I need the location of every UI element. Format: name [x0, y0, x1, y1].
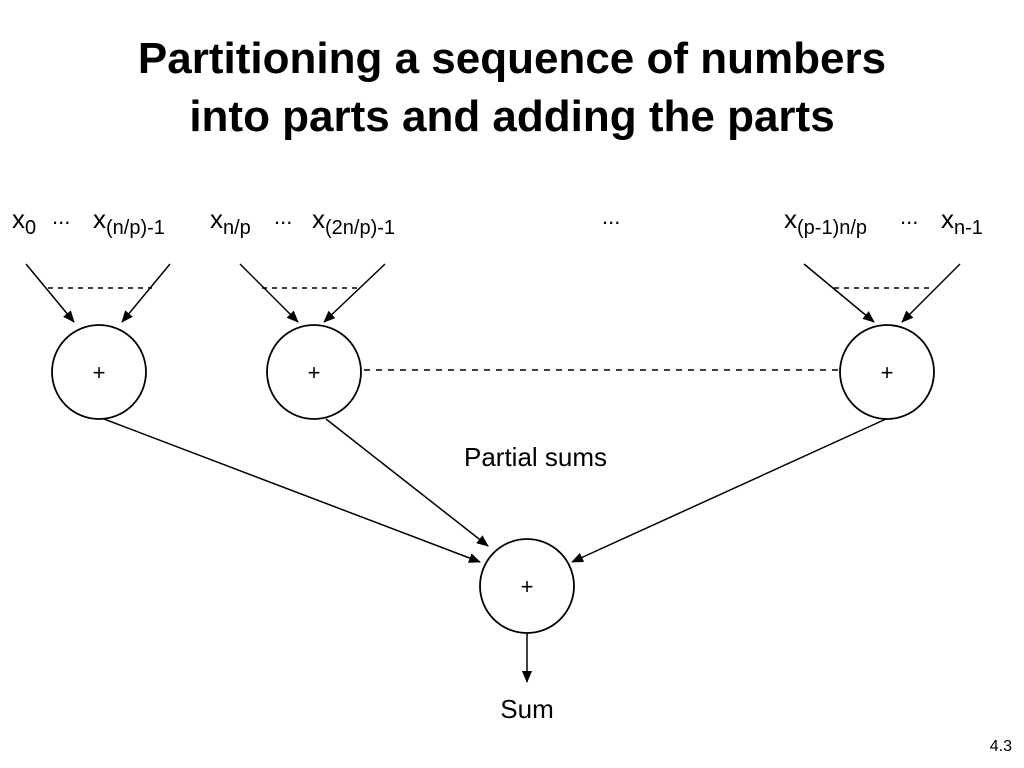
sum-output-label: Sum — [500, 694, 553, 724]
partial-sum-1-arrow — [103, 418, 481, 563]
partial-sums-label: Partial sums — [464, 442, 607, 472]
group-1-adder-sign: + — [93, 360, 106, 385]
middle-groups-ellipsis: ... — [602, 204, 620, 229]
group-2-ellipsis: ... — [274, 204, 292, 229]
group-2-adder-node — [266, 324, 362, 420]
group-1-first-input-label: x0 — [12, 204, 36, 239]
slide-title: Partitioning a sequence of numbers into … — [0, 30, 1024, 146]
group-2-last-input-arrow — [323, 263, 386, 323]
group-2-first-input-arrow — [239, 263, 299, 323]
group-1-last-input-label: x(n/p)-1 — [93, 204, 165, 239]
group-3-adder-sign: + — [881, 360, 894, 385]
group-3-first-input-label: x(p-1)n/p — [784, 204, 867, 239]
group-1-first-input-arrow — [25, 263, 75, 323]
group-1-adder-node — [51, 324, 147, 420]
title-line-1: Partitioning a sequence of numbers — [137, 34, 887, 83]
page-number: 4.3 — [989, 738, 1012, 755]
group-3-last-input-arrow — [901, 263, 961, 323]
group-3-ellipsis: ... — [900, 204, 918, 229]
group-2-first-input-label: xn/p — [210, 204, 251, 239]
partial-sum-2-arrow — [325, 418, 489, 547]
title-line-2: into parts and adding the parts — [189, 92, 835, 141]
partial-sum-3-arrow — [571, 418, 887, 563]
group-2-adder-sign: + — [308, 360, 321, 385]
group-1-last-input-arrow — [121, 263, 171, 323]
final-adder-sign: + — [521, 574, 534, 599]
group-2-last-input-label: x(2n/p)-1 — [312, 204, 395, 239]
group-3-adder-node — [839, 324, 935, 420]
group-3-first-input-arrow — [803, 263, 875, 323]
group-3-last-input-label: xn-1 — [941, 204, 983, 239]
group-1-ellipsis: ... — [52, 204, 70, 229]
